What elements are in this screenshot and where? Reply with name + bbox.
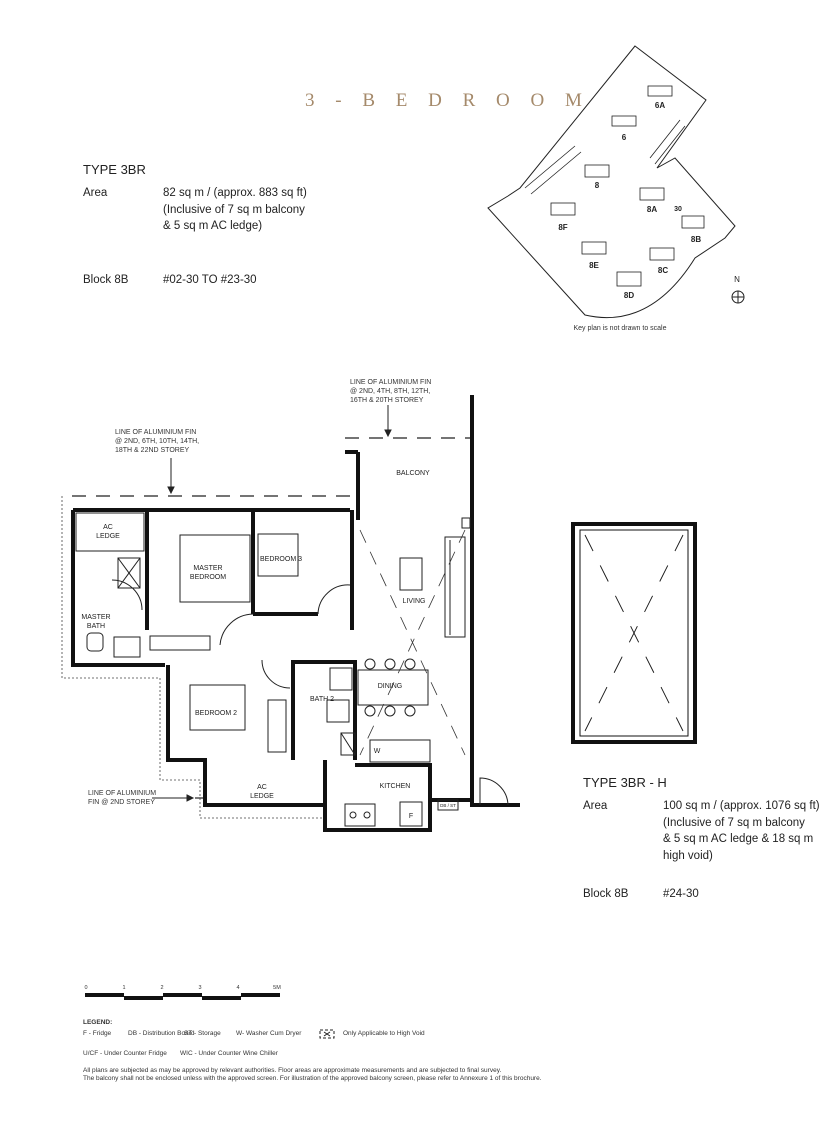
key-block-label: 6A <box>655 101 665 110</box>
block-label: Block 8B <box>583 888 629 900</box>
room-label: MASTER <box>193 565 222 572</box>
legend-item: F - Fridge <box>83 1030 112 1037</box>
room-label: BEDROOM <box>190 574 226 581</box>
legend-title: LEGEND: <box>83 1019 113 1026</box>
void-x-lines <box>359 529 466 756</box>
area-values: 100 sq m / (approx. 1076 sq ft) (Inclusi… <box>663 798 820 864</box>
key-block-label: 8 <box>595 181 600 190</box>
fin-note-line: @ 2ND, 6TH, 10TH, 14TH, <box>115 438 199 445</box>
fin-note-line: LINE OF ALUMINIUM FIN <box>350 379 431 386</box>
north-label: N <box>734 275 740 284</box>
north-arrow-icon <box>731 290 745 304</box>
legend-item: WIC - Under Counter Wine Chiller <box>180 1050 278 1057</box>
room-label: BATH <box>87 623 105 630</box>
fin-note-line: 18TH & 22ND STOREY <box>115 447 190 454</box>
room-label: DB / ST <box>440 803 456 808</box>
scale-tick: 2 <box>160 985 163 991</box>
key-plan: 6A 6 8 8A 8F 8B 8E 8C 8D 30 N <box>487 45 745 319</box>
fin-note-line: FIN @ 2ND STOREY <box>88 799 155 806</box>
key-block-label: 8D <box>624 291 634 300</box>
area-line: (Inclusive of 7 sq m balcony <box>163 203 305 216</box>
scale-tick: 3 <box>198 985 201 991</box>
disclaimer-line: The balcony shall not be enclosed unless… <box>83 1075 542 1082</box>
legend-item: Only Applicable to High Void <box>343 1030 425 1037</box>
legend-item: ST - Storage <box>184 1030 221 1037</box>
key-block-label: 8C <box>658 266 668 275</box>
block-units: #02-30 TO #23-30 <box>163 274 257 286</box>
area-label: Area <box>83 187 108 199</box>
scale-tick: 4 <box>236 985 239 991</box>
fin-lines <box>72 437 470 799</box>
fin-note-line: 16TH & 20TH STOREY <box>350 397 424 404</box>
fin-note-line: LINE OF ALUMINIUM <box>88 790 156 797</box>
area-line: 100 sq m / (approx. 1076 sq ft) <box>663 800 820 812</box>
room-label: F <box>409 813 413 820</box>
disclaimer-line: All plans are subjected as may be approv… <box>83 1067 502 1074</box>
area-line: & 5 sq m AC ledge & 18 sq m <box>663 833 814 845</box>
legend-item: DB - Distribution Board <box>128 1030 195 1037</box>
room-label: BEDROOM 2 <box>195 710 237 717</box>
area-label: Area <box>583 800 608 812</box>
room-label: AC <box>257 784 267 791</box>
key-block-label: 8A <box>647 205 657 214</box>
area-line: 82 sq m / (approx. 883 sq ft) <box>163 187 307 199</box>
type-3br-title: TYPE 3BR <box>83 162 146 177</box>
scale-tick: 0 <box>84 985 87 991</box>
fixtures <box>75 512 509 827</box>
scale-bar <box>85 993 280 1000</box>
key-block-label: 8E <box>589 261 599 270</box>
room-label: W <box>374 748 381 755</box>
fin-arrows <box>152 405 392 802</box>
key-block-shapes <box>524 85 705 287</box>
room-label: LEDGE <box>96 533 120 540</box>
room-label: LEDGE <box>250 793 274 800</box>
high-void-plan <box>571 522 697 744</box>
legend-item: U/CF - Under Counter Fridge <box>83 1050 167 1057</box>
room-label: MASTER <box>81 614 110 621</box>
room-label: BALCONY <box>396 470 430 477</box>
key-unit-marker: 30 <box>674 206 682 213</box>
room-label: BEDROOM 3 <box>260 556 302 563</box>
ledge-dotted-lines <box>61 496 325 819</box>
fin-note-line: LINE OF ALUMINIUM FIN <box>115 429 196 436</box>
area-values: 82 sq m / (approx. 883 sq ft) (Inclusive… <box>163 185 307 235</box>
page-title: 3 - B E D R O O M <box>305 90 590 111</box>
key-block-label: 8B <box>691 235 701 244</box>
high-void-legend-icon <box>319 1029 335 1039</box>
fin-note-line: @ 2ND, 4TH, 8TH, 12TH, <box>350 388 430 395</box>
room-label: DINING <box>378 683 403 690</box>
block-label: Block 8B <box>83 274 129 286</box>
type-3br-h-title: TYPE 3BR - H <box>583 775 667 790</box>
key-plan-note: Key plan is not drawn to scale <box>574 325 667 332</box>
walls <box>71 395 520 832</box>
area-line: high void) <box>663 849 713 862</box>
key-block-label: 8F <box>558 223 567 232</box>
key-block-label: 6 <box>622 133 627 142</box>
room-label: KITCHEN <box>380 783 411 790</box>
room-label: AC <box>103 524 113 531</box>
block-units: #24-30 <box>663 888 699 900</box>
scale-tick: 1 <box>122 985 125 991</box>
room-label: BATH 2 <box>310 696 334 703</box>
area-line: & 5 sq m AC ledge) <box>163 220 263 232</box>
legend-item: W- Washer Cum Dryer <box>236 1030 302 1037</box>
room-label: LIVING <box>403 598 426 605</box>
scale-tick: 5M <box>273 985 281 991</box>
area-line: (Inclusive of 7 sq m balcony <box>663 816 805 829</box>
